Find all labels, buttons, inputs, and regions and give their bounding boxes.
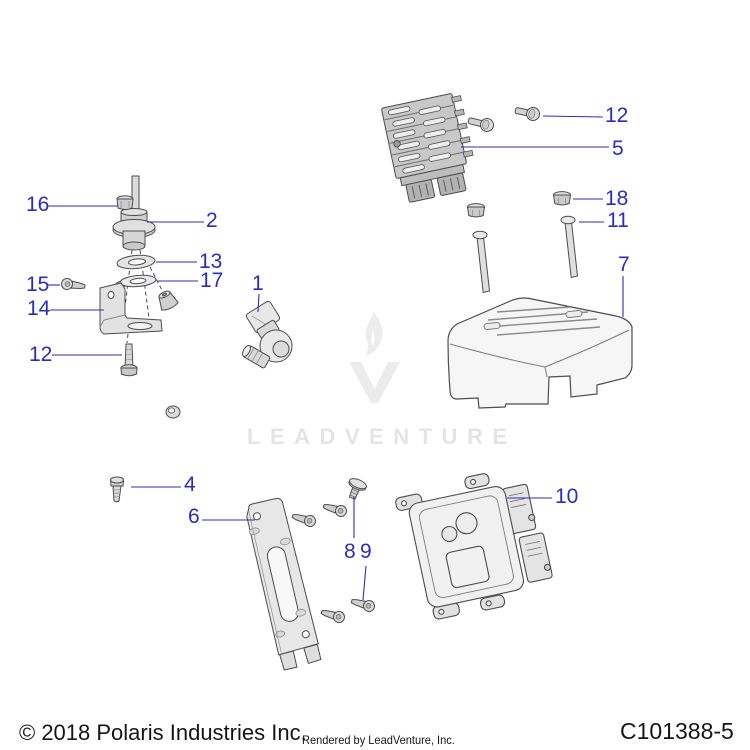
callout-12-upper[interactable]: 12 [605,104,629,127]
callout-17[interactable]: 17 [200,269,224,292]
callout-13[interactable]: 13 [199,250,223,273]
callout-6[interactable]: 6 [188,505,200,528]
part-1-sensor[interactable] [241,300,293,369]
part-12-bolts-upper[interactable] [467,104,541,133]
small-cone-nut [158,290,179,311]
cap-nut [467,203,485,218]
copyright-text: © 2018 Polaris Industries Inc. [19,720,307,745]
leadventure-logo-watermark [349,312,400,403]
drawing-number: C101388-5 [620,718,734,744]
grommet [165,405,181,419]
part-11-bolt[interactable] [560,215,578,278]
callout-5[interactable]: 5 [612,137,624,160]
long-bolt [472,230,490,293]
callout-12-lower[interactable]: 12 [29,343,53,366]
callout-4[interactable]: 4 [184,473,196,496]
part-8-push-rivet[interactable] [344,477,368,502]
renderer-credit-text: Rendered by LeadVenture, Inc. [302,733,455,747]
leader-lines [48,115,624,601]
part-6-bracket[interactable] [243,497,322,671]
callout-16[interactable]: 16 [26,193,50,216]
part-4-bolt[interactable] [109,476,125,503]
part-14-bracket[interactable] [99,282,163,335]
part-2-sensor[interactable] [112,175,156,251]
callout-18[interactable]: 18 [605,187,629,210]
callout-2[interactable]: 2 [206,209,218,232]
part-18-nut[interactable] [553,191,571,206]
part-16-nut[interactable] [116,195,134,210]
callout-8[interactable]: 8 [344,540,356,563]
callout-7[interactable]: 7 [618,253,630,276]
part-10-ecu[interactable] [394,464,557,624]
part-17-washer[interactable] [115,274,157,289]
callout-1[interactable]: 1 [252,272,264,295]
callout-11[interactable]: 11 [607,209,629,232]
part-12-bolt-lower[interactable] [120,343,138,377]
part-13-washer[interactable] [116,254,156,270]
part-5-voltage-regulator[interactable] [381,92,480,204]
callout-10[interactable]: 10 [555,485,579,508]
callout-9[interactable]: 9 [360,540,372,563]
part-15-screw[interactable] [60,277,87,293]
leadventure-watermark-text: LEADVENTURE [247,424,517,449]
callout-14[interactable]: 14 [27,297,51,320]
callout-15[interactable]: 15 [26,273,50,296]
part-7-cover[interactable] [447,297,633,409]
